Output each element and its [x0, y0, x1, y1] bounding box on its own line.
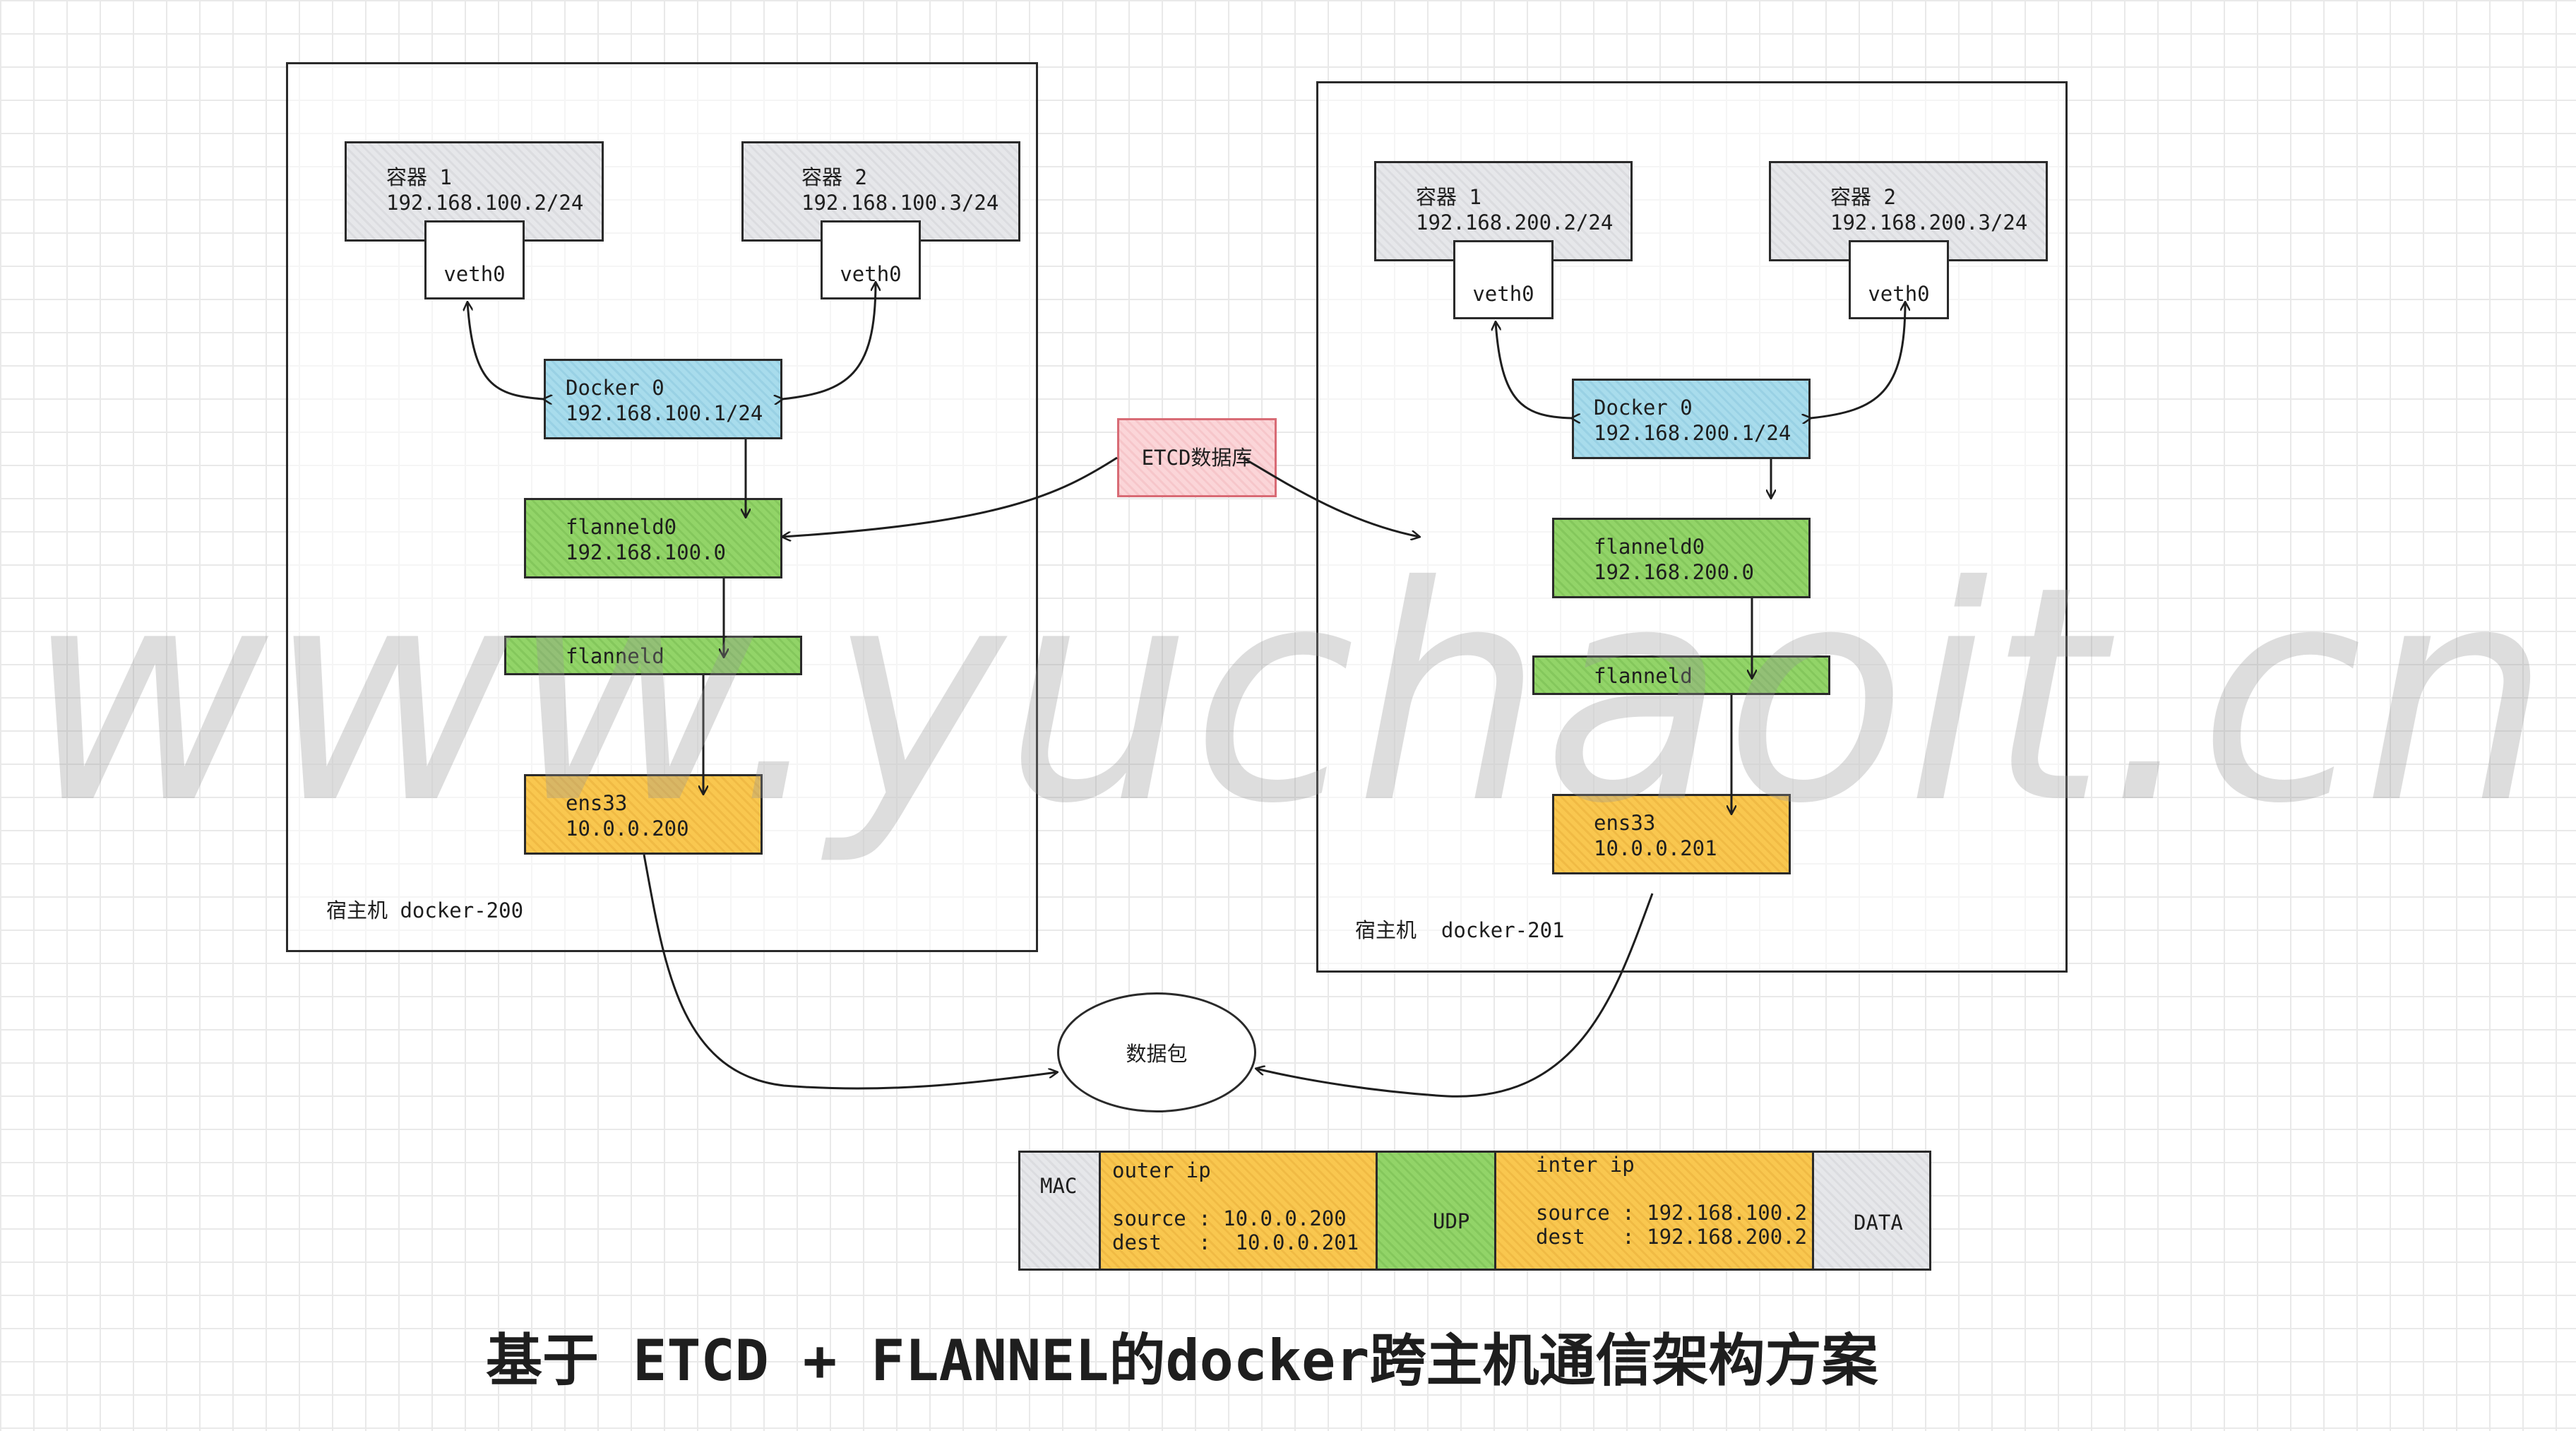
host-label: 宿主机 docker-200 — [326, 898, 524, 922]
host-label: 宿主机 docker-201 — [1355, 918, 1565, 942]
etcd-database[interactable]: ETCD数据库 — [1117, 418, 1277, 497]
veth0-left[interactable]: veth0 — [1453, 240, 1554, 319]
flanneld0-interface[interactable]: flanneld0 192.168.100.0 — [524, 498, 782, 578]
ens33-nic[interactable]: ens33 10.0.0.200 — [524, 774, 763, 855]
packet-structure: MAC outer ip source : 10.0.0.200 dest : … — [1018, 1151, 1931, 1271]
veth0-left[interactable]: veth0 — [424, 220, 525, 299]
packet-bubble-label: 数据包 — [1126, 1042, 1188, 1066]
container-1[interactable]: 容器 1 192.168.100.2/24 — [345, 141, 604, 242]
packet-bubble[interactable]: 数据包 — [1057, 992, 1256, 1112]
flanneld0-interface[interactable]: flanneld0 192.168.200.0 — [1552, 518, 1811, 598]
diagram-title: 基于 ETCD + FLANNEL的docker跨主机通信架构方案 — [486, 1328, 1878, 1394]
packet-inner-ip: inter ip source : 192.168.100.2 dest : 1… — [1496, 1153, 1814, 1269]
flanneld-daemon[interactable]: flanneld — [1532, 655, 1830, 695]
ens33-nic[interactable]: ens33 10.0.0.201 — [1552, 794, 1791, 874]
packet-udp: UDP — [1378, 1153, 1496, 1269]
docker0-bridge[interactable]: Docker 0 192.168.200.1/24 — [1572, 379, 1811, 459]
flanneld-daemon[interactable]: flanneld — [504, 636, 802, 675]
packet-mac: MAC — [1020, 1153, 1101, 1269]
container-2[interactable]: 容器 2 192.168.200.3/24 — [1769, 161, 2048, 261]
packet-data: DATA — [1814, 1153, 1929, 1269]
docker0-bridge[interactable]: Docker 0 192.168.100.1/24 — [544, 359, 782, 439]
packet-outer-ip: outer ip source : 10.0.0.200 dest : 10.0… — [1101, 1153, 1378, 1269]
